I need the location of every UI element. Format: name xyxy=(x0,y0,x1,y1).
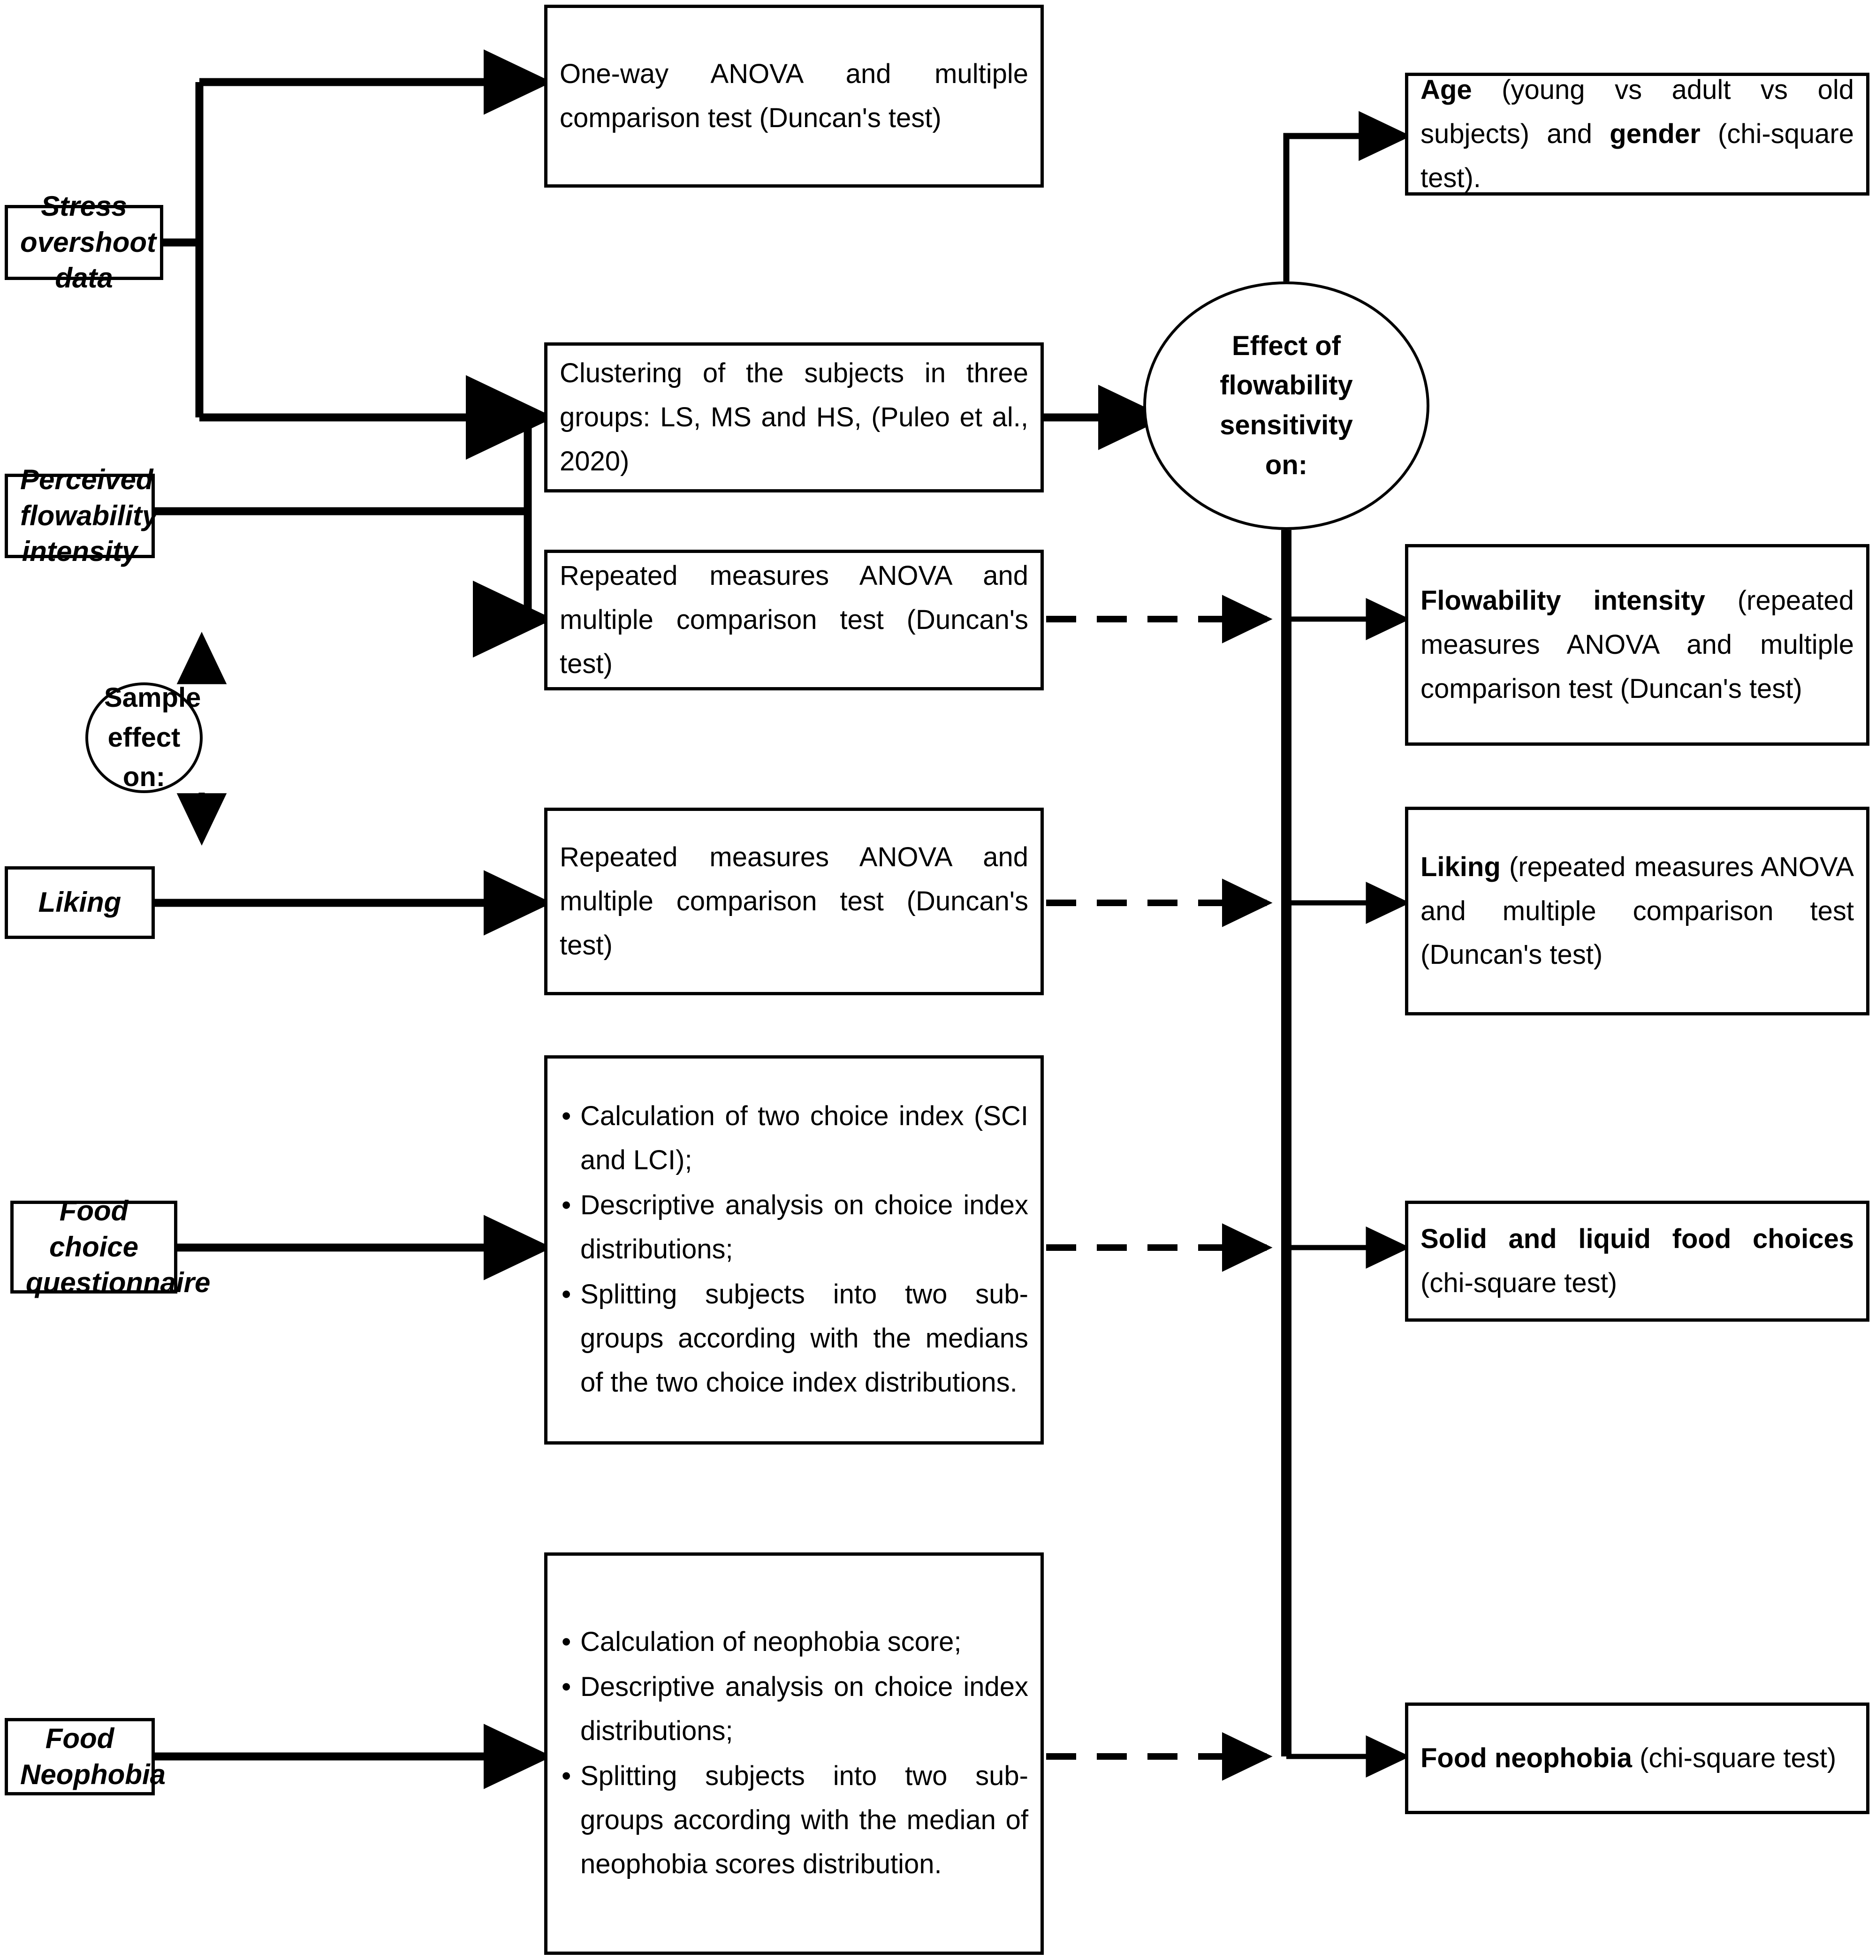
outcome-keyword-food-choices: Solid and liquid food choices xyxy=(1420,1224,1854,1255)
outcome-text-age-tail: (chi-square test). xyxy=(1420,119,1854,193)
process-text-repeated-measures-flowability: Repeated measures ANOVA and multiple com… xyxy=(560,560,1028,679)
outcome-box-food-neophobia[interactable]: Food neophobia (chi-square test) xyxy=(1405,1703,1869,1814)
outcome-keyword-food-neophobia: Food neophobia xyxy=(1420,1743,1633,1774)
source-label-liking: Liking xyxy=(38,886,122,918)
list-item: Splitting subjects into two sub-groups a… xyxy=(560,1754,1028,1886)
source-box-food-neophobia[interactable]: Food Neophobia xyxy=(5,1718,166,1795)
source-label-perceived-flowability: Perceived flowability intensity xyxy=(20,463,158,568)
outcome-box-flowability-intensity[interactable]: Flowability intensity (repeated measures… xyxy=(1405,544,1869,746)
list-item: Calculation of neophobia score; xyxy=(560,1620,1028,1664)
outcome-box-age-gender[interactable]: Age (young vs adult vs old subjects) and… xyxy=(1405,73,1869,196)
list-item: Calculation of two choice index (SCI and… xyxy=(560,1094,1028,1182)
outcome-keyword-flowability-intensity: Flowability intensity xyxy=(1420,585,1705,616)
process-box-one-way-anova[interactable]: One-way ANOVA and multiple comparison te… xyxy=(544,5,1044,188)
process-text-clustering: Clustering of the subjects in three grou… xyxy=(560,358,1028,477)
source-label-food-choice-questionnaire: Food choice questionnaire xyxy=(26,1195,211,1299)
wire-stress-to-branch xyxy=(163,82,204,247)
process-box-clustering[interactable]: Clustering of the subjects in three grou… xyxy=(544,342,1044,492)
circle-label-flowability-sensitivity: Effect of flowability sensitivity on: xyxy=(1220,330,1353,480)
outcome-keyword-age: Age xyxy=(1420,75,1472,106)
list-item: Splitting subjects into two sub-groups a… xyxy=(560,1272,1028,1405)
outcome-box-food-choices[interactable]: Solid and liquid food choices (chi-squar… xyxy=(1405,1201,1869,1322)
outcome-text-liking: (repeated measures ANOVA and multiple co… xyxy=(1420,851,1854,970)
list-item: Descriptive analysis on choice index dis… xyxy=(560,1665,1028,1753)
process-text-one-way-anova: One-way ANOVA and multiple comparison te… xyxy=(560,59,1028,133)
bullet-list-food-neophobia: Calculation of neophobia score; Descript… xyxy=(560,1620,1028,1886)
process-box-repeated-measures-flowability[interactable]: Repeated measures ANOVA and multiple com… xyxy=(544,550,1044,690)
process-box-food-neophobia-steps[interactable]: Calculation of neophobia score; Descript… xyxy=(544,1552,1044,1955)
outcome-text-flowability-intensity: (repeated measures ANOVA and multiple co… xyxy=(1420,585,1854,704)
source-label-food-neophobia: Food Neophobia xyxy=(20,1722,166,1790)
source-box-stress-overshoot[interactable]: Stress overshoot data xyxy=(5,190,163,294)
outcome-text-age-mid: (young vs adult vs old subjects) and xyxy=(1420,75,1854,150)
circle-sample-effect[interactable]: Sample effect on: xyxy=(85,682,203,793)
source-box-perceived-flowability[interactable]: Perceived flowability intensity xyxy=(5,464,158,567)
list-item: Descriptive analysis on choice index dis… xyxy=(560,1183,1028,1271)
outcome-keyword-liking: Liking xyxy=(1420,851,1501,882)
source-label-stress-overshoot: Stress overshoot data xyxy=(20,190,157,294)
outcome-text-food-choices: (chi-square test) xyxy=(1420,1268,1618,1298)
outcome-box-liking[interactable]: Liking (repeated measures ANOVA and mult… xyxy=(1405,807,1869,1015)
circle-flowability-sensitivity[interactable]: Effect of flowability sensitivity on: xyxy=(1143,281,1429,530)
bullet-list-food-choice: Calculation of two choice index (SCI and… xyxy=(560,1094,1028,1405)
outcome-keyword-gender: gender xyxy=(1610,119,1701,150)
wire-circle-to-age xyxy=(1283,111,1412,281)
process-box-repeated-measures-liking[interactable]: Repeated measures ANOVA and multiple com… xyxy=(544,808,1044,995)
process-box-food-choice-steps[interactable]: Calculation of two choice index (SCI and… xyxy=(544,1055,1044,1445)
outcome-text-food-neophobia: (chi-square test) xyxy=(1632,1743,1837,1774)
source-box-food-choice-questionnaire[interactable]: Food choice questionnaire xyxy=(10,1195,210,1298)
circle-label-sample-effect: Sample effect on: xyxy=(104,682,201,793)
process-text-repeated-measures-liking: Repeated measures ANOVA and multiple com… xyxy=(560,842,1028,961)
source-box-liking[interactable]: Liking xyxy=(5,866,155,939)
